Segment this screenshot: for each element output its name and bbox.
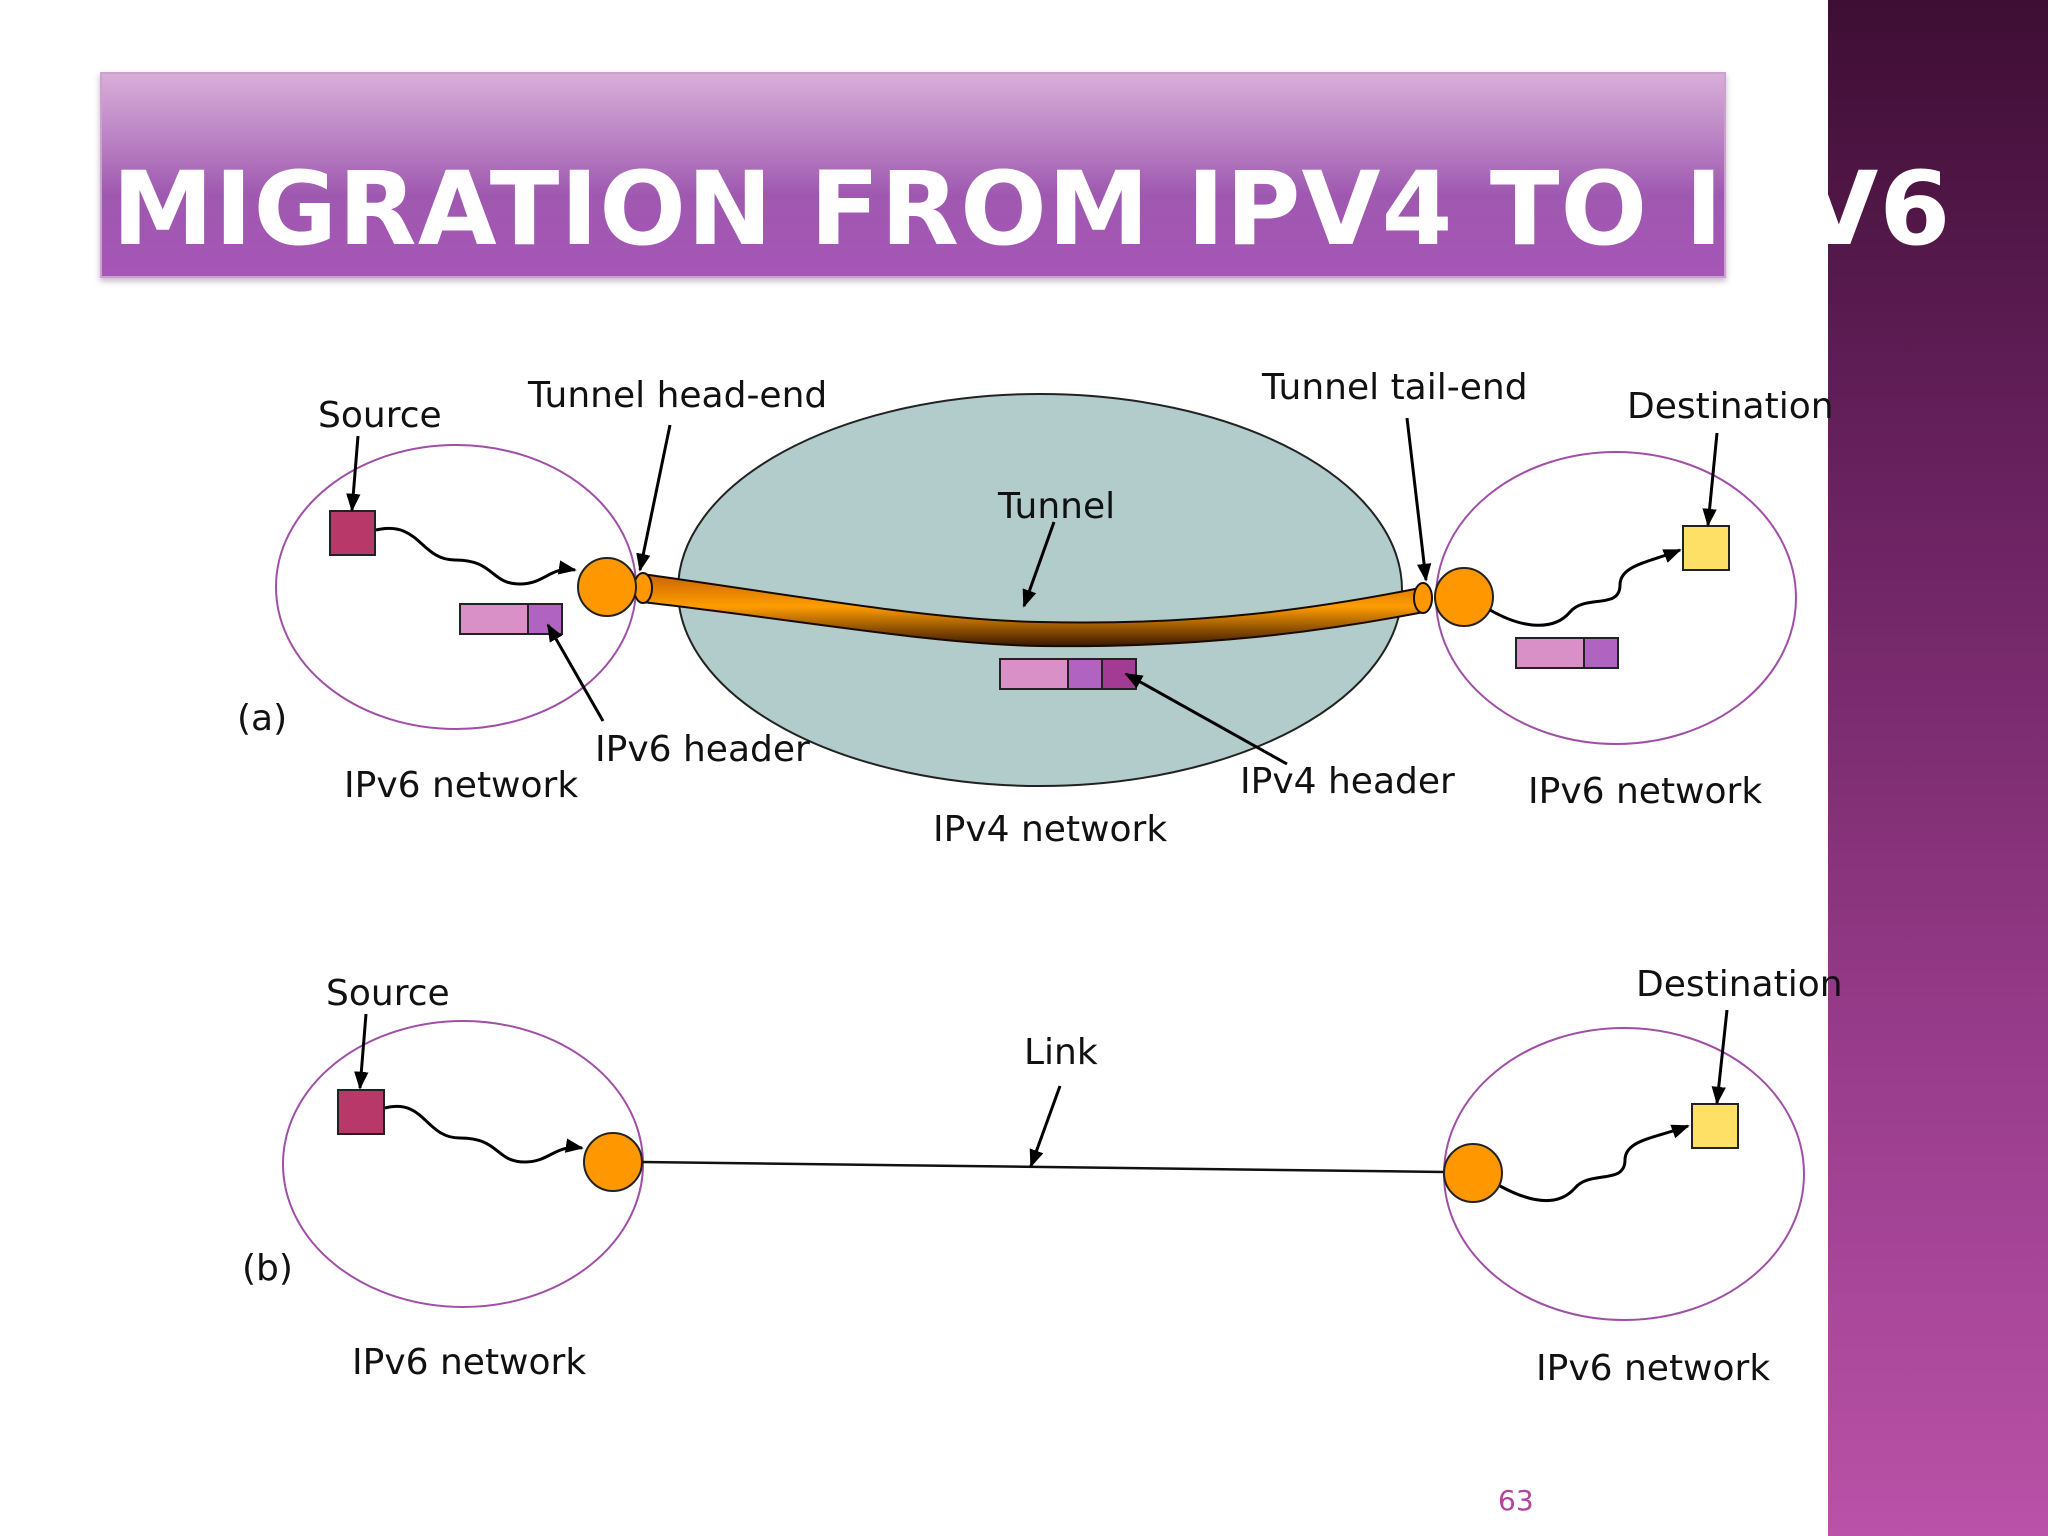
router-to-destination-wave-a [1489, 548, 1682, 627]
label-left-ipv6-network-a: IPv6 network [344, 765, 578, 806]
source-pointer-b [354, 1013, 369, 1090]
link-line [641, 1160, 1445, 1174]
label-right-ipv6-network-b: IPv6 network [1536, 1348, 1770, 1389]
tunnel-head-router [577, 557, 637, 617]
label-destination-a: Destination [1627, 386, 1834, 427]
left-router-b [583, 1132, 643, 1192]
label-ipv6-header: IPv6 header [595, 729, 810, 770]
slide-title: MIGRATION FROM IPV4 TO IPV6 [112, 150, 1952, 269]
destination-pointer-a [1702, 432, 1719, 527]
label-ipv4-network: IPv4 network [933, 809, 1167, 850]
tunnel-tail-opening [1413, 582, 1433, 614]
ipv4-network-cloud [677, 393, 1403, 787]
tunnel-pointer [1022, 521, 1056, 608]
source-to-router-wave-b [384, 1104, 584, 1164]
label-ipv4-header: IPv4 header [1240, 761, 1455, 802]
right-router-b [1443, 1143, 1503, 1203]
destination-pointer-b [1711, 1009, 1729, 1105]
label-link: Link [1024, 1032, 1098, 1073]
ipv6-packet-left [459, 603, 563, 635]
label-tunnel-tail-end: Tunnel tail-end [1261, 367, 1528, 408]
destination-node-a [1682, 525, 1730, 571]
label-left-ipv6-network-b: IPv6 network [352, 1342, 586, 1383]
label-source-b: Source [326, 973, 450, 1014]
label-panel-a: (a) [237, 698, 287, 739]
source-pointer-a [346, 435, 361, 512]
label-tunnel-head-end: Tunnel head-end [527, 375, 827, 416]
link-pointer [1029, 1085, 1062, 1168]
ipv4-encapsulated-packet [999, 658, 1137, 690]
title-banner [100, 72, 1726, 278]
ipv6-packet-right [1515, 637, 1619, 669]
tunnel-tail-pointer [1405, 417, 1432, 582]
ipv6-header-pointer [546, 623, 605, 722]
decorative-side-bar [1828, 0, 2048, 1536]
left-ipv6-network-outline-b [282, 1020, 644, 1308]
tunnel-head-pointer [636, 424, 672, 572]
page-number: 63 [1498, 1484, 1534, 1517]
label-source-a: Source [318, 395, 442, 436]
router-to-destination-wave-b [1499, 1124, 1690, 1202]
source-node-a [329, 510, 376, 556]
tunnel-tail-router [1434, 567, 1494, 627]
label-right-ipv6-network-a: IPv6 network [1528, 771, 1762, 812]
label-destination-b: Destination [1636, 964, 1843, 1005]
label-tunnel: Tunnel [997, 486, 1115, 527]
source-node-b [337, 1089, 385, 1135]
ipv4-header-pointer [1124, 672, 1288, 766]
source-to-router-wave-a [375, 526, 577, 586]
destination-node-b [1691, 1103, 1739, 1149]
label-panel-b: (b) [242, 1248, 293, 1289]
